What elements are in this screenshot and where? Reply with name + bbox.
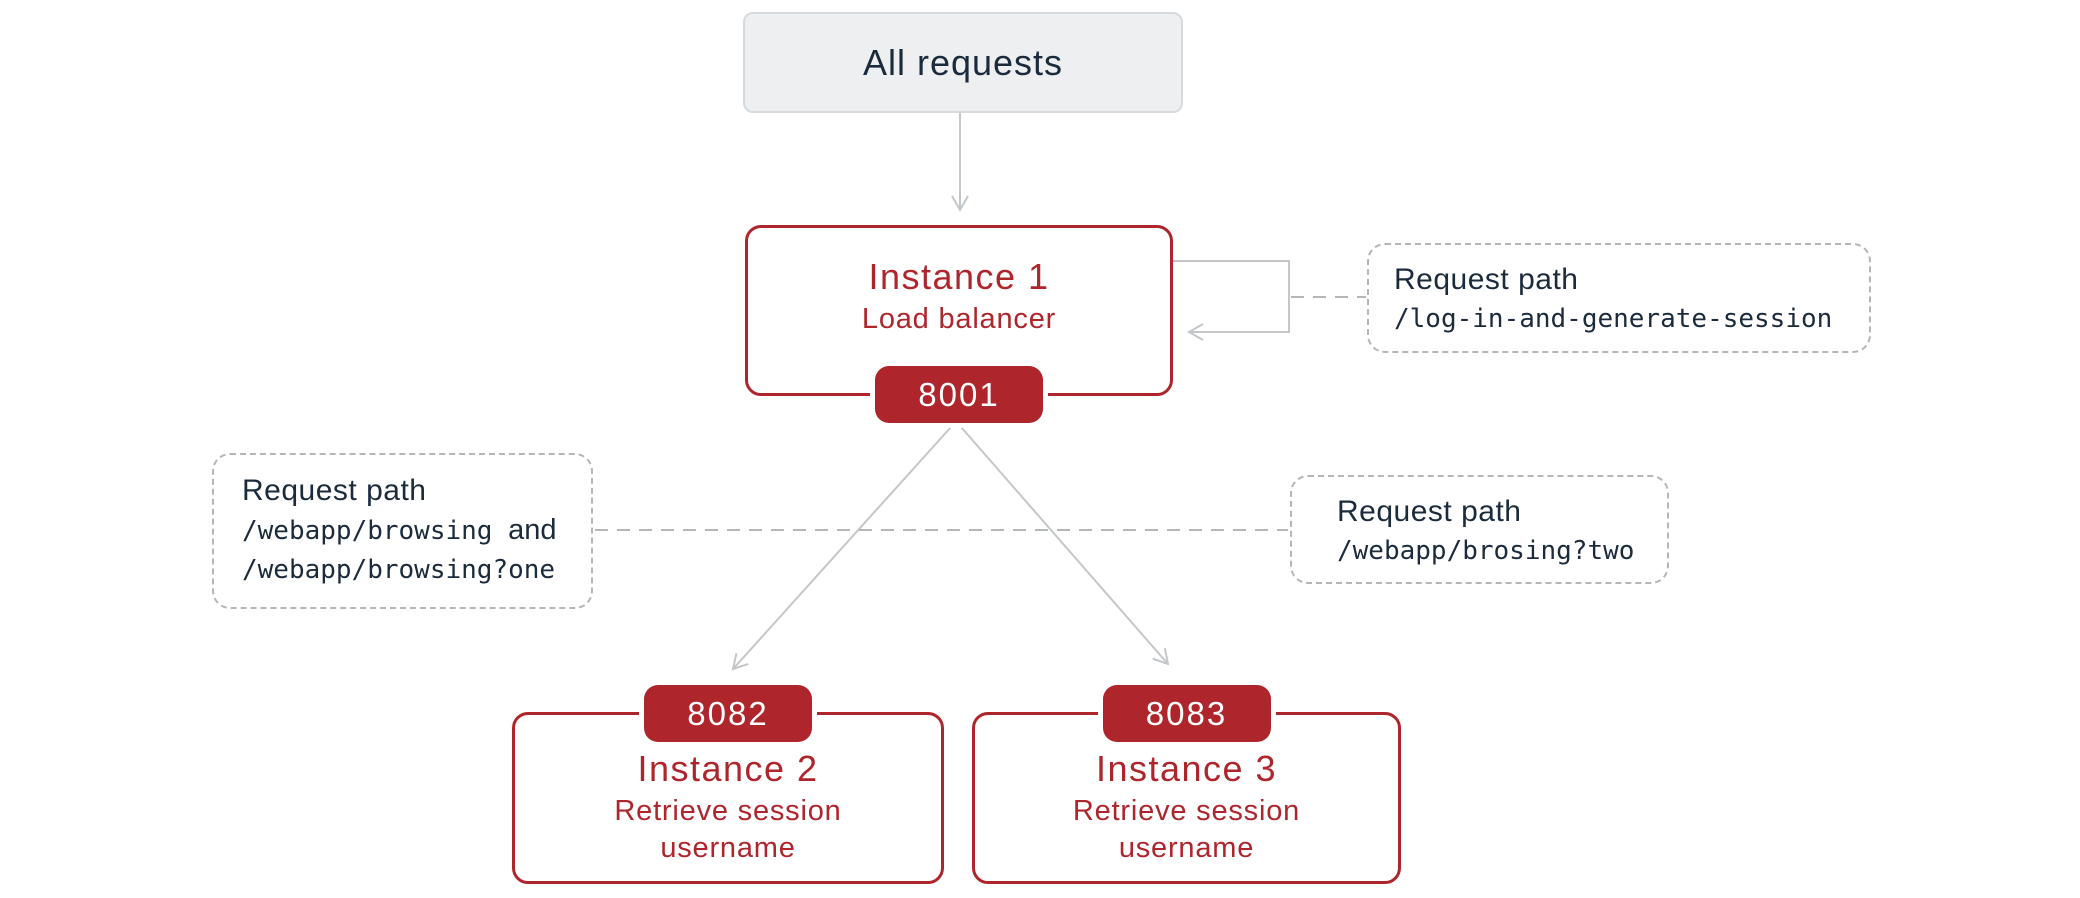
instance-3-port-badge: 8083 [1102,685,1271,742]
node-instance-3: 8083 Instance 3 Retrieve session usernam… [972,685,1401,884]
annotation-browsing-conjunction: and [508,514,557,546]
loopback-connector-instance1 [1173,260,1290,341]
node-instance-2: 8082 Instance 2 Retrieve session usernam… [512,685,944,884]
instance-1-title: Instance 1 [868,256,1050,297]
arrow-port8001-to-port8083 [960,426,1170,666]
arrow-port8001-to-port8082 [731,426,952,671]
annotation-login-request-path: Request path /log-in-and-generate-sessio… [1367,243,1871,353]
instance-3-subtitle: Retrieve session username [1072,795,1301,864]
annotation-brosing-two-path: /webapp/brosing?two [1337,536,1635,566]
annotation-browsing-request-path: Request path /webapp/browsing and /webap… [212,453,593,609]
instance-1-port-badge: 8001 [875,366,1043,423]
annotation-browsing-path-line1: /webapp/browsing and [242,511,591,551]
all-requests-label: All requests [862,41,1064,83]
annotation-login-path: /log-in-and-generate-session [1394,304,1833,334]
annotation-browsing-title: Request path [242,474,427,507]
annotation-brosing-two-request-path: Request path /webapp/brosing?two [1290,475,1669,584]
annotation-browsing-path1: /webapp/browsing [242,516,493,546]
instance-2-subtitle: Retrieve session username [614,795,842,864]
annotation-browsing-path2: /webapp/browsing?one [242,555,556,585]
instance-2-title: Instance 2 [637,748,819,789]
instance-2-port-badge: 8082 [644,685,812,742]
node-instance-1: Instance 1 Load balancer 8001 [745,225,1173,423]
instance-3-title: Instance 3 [1095,748,1278,789]
instance-1-subtitle: Load balancer [861,303,1057,335]
annotation-brosing-two-title: Request path [1337,495,1522,528]
node-all-requests: All requests [743,12,1183,113]
annotation-login-title: Request path [1394,263,1579,296]
